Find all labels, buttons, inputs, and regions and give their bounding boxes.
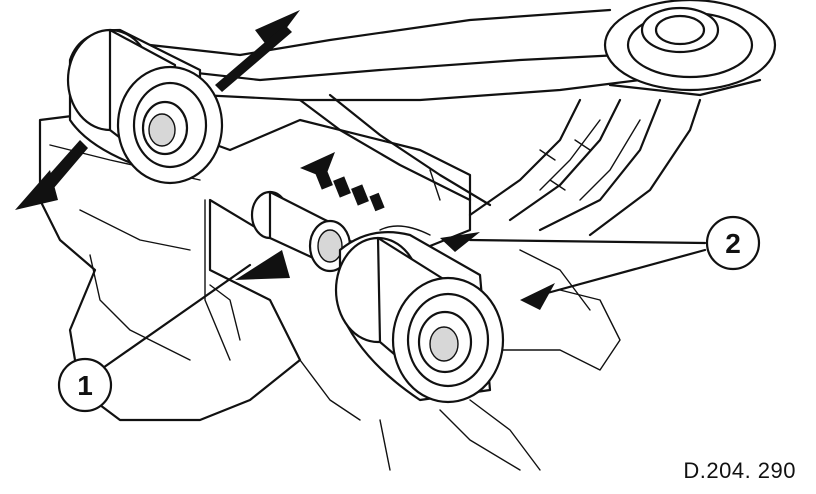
arrow-bushing-top xyxy=(440,232,480,252)
pointer-arrows xyxy=(15,10,555,310)
callout-1-label: 1 xyxy=(77,370,93,401)
arrow-sleeve xyxy=(235,250,290,280)
control-arm xyxy=(148,0,777,237)
direction-arrow xyxy=(300,152,385,212)
arrow-left-tail xyxy=(40,140,88,195)
callout-1: 1 xyxy=(57,357,113,413)
arrow-bushing-right xyxy=(520,283,555,310)
bushing-sleeve xyxy=(250,190,352,273)
upper-bushing xyxy=(66,28,224,185)
arrow-top-right-tail xyxy=(215,25,292,92)
leader-lines xyxy=(98,238,707,372)
lower-bushing xyxy=(334,225,505,404)
callout-2: 2 xyxy=(705,215,761,271)
reference-code: D.204. 290 xyxy=(683,458,796,483)
subframe-body xyxy=(38,108,621,471)
arrow-top-right xyxy=(255,10,300,50)
callout-2-label: 2 xyxy=(725,228,741,259)
